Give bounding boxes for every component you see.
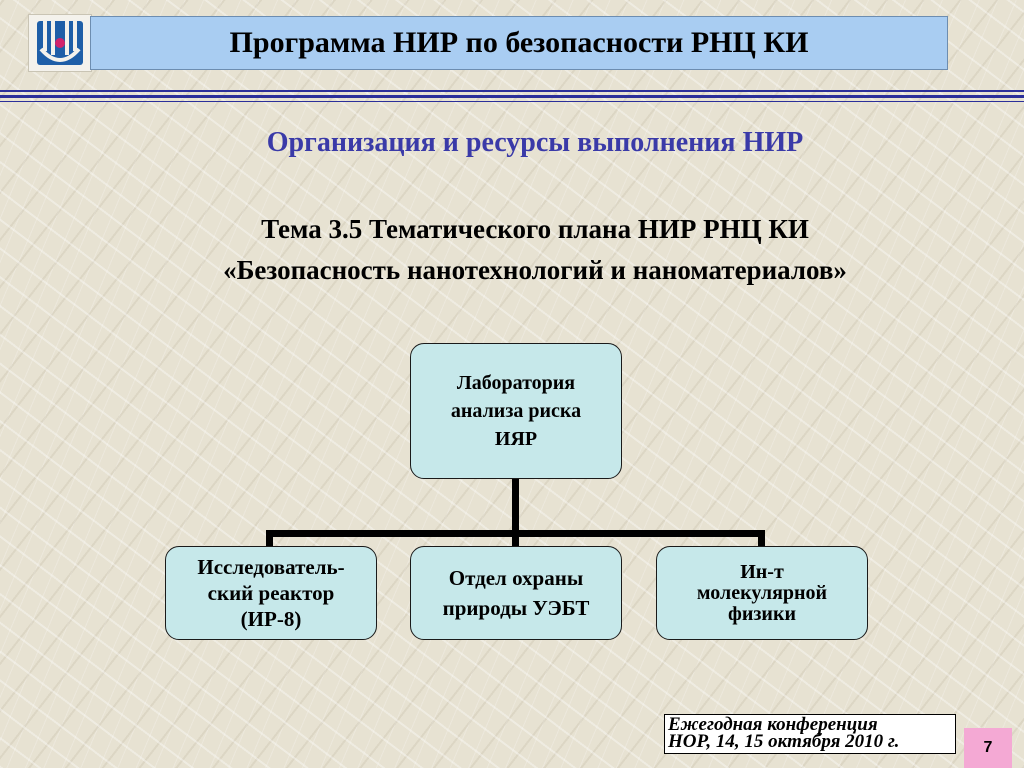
node-line: молекулярной (696, 581, 828, 604)
org-node-child-2: Отдел охраны природы УЭБТ (410, 546, 622, 640)
node-line: физики (728, 602, 796, 625)
org-node-child-1: Исследователь- ский реактор (ИР-8) (165, 546, 377, 640)
header-rule-top (0, 90, 1024, 92)
page-number-badge: 7 (964, 728, 1012, 768)
footer-line-1: Ежегодная конференция (668, 714, 878, 735)
conference-footer: Ежегодная конференция НОР, 14, 15 октябр… (664, 714, 956, 754)
connector-drop-right (758, 530, 765, 548)
node-line: Отдел охраны (448, 566, 584, 590)
header-rule-bottom (0, 101, 1024, 102)
logo-graphic (37, 21, 83, 65)
institute-logo-icon (28, 14, 92, 72)
connector-drop-center (512, 530, 519, 548)
theme-heading: Тема 3.5 Тематического плана НИР РНЦ КИ … (0, 209, 1024, 291)
footer-line-2: НОР, 14, 15 октября 2010 г. (668, 731, 900, 752)
node-line: анализа риска (450, 400, 582, 422)
subtitle: Организация и ресурсы выполнения НИР (266, 127, 804, 158)
node-line: Ин-т (740, 560, 784, 583)
node-line: ИЯР (494, 428, 538, 450)
node-line: Лаборатория (456, 372, 576, 394)
slide-title: Программа НИР по безопасности РНЦ КИ (229, 26, 809, 59)
connector-root-stem (512, 478, 519, 533)
theme-line-1: Тема 3.5 Тематического плана НИР РНЦ КИ (261, 214, 809, 244)
node-line: Исследователь- (197, 555, 345, 579)
node-line: природы УЭБТ (442, 596, 590, 620)
org-node-root: Лаборатория анализа риска ИЯР (410, 343, 622, 479)
org-node-child-3: Ин-т молекулярной физики (656, 546, 868, 640)
node-line: ский реактор (207, 581, 335, 605)
connector-drop-left (266, 530, 273, 548)
slide-title-box: Программа НИР по безопасности РНЦ КИ (90, 16, 948, 70)
node-line: (ИР-8) (240, 607, 302, 631)
header-rule-middle (0, 95, 1024, 98)
theme-line-2: «Безопасность нанотехнологий и наноматер… (223, 255, 847, 285)
page-number: 7 (983, 739, 993, 756)
